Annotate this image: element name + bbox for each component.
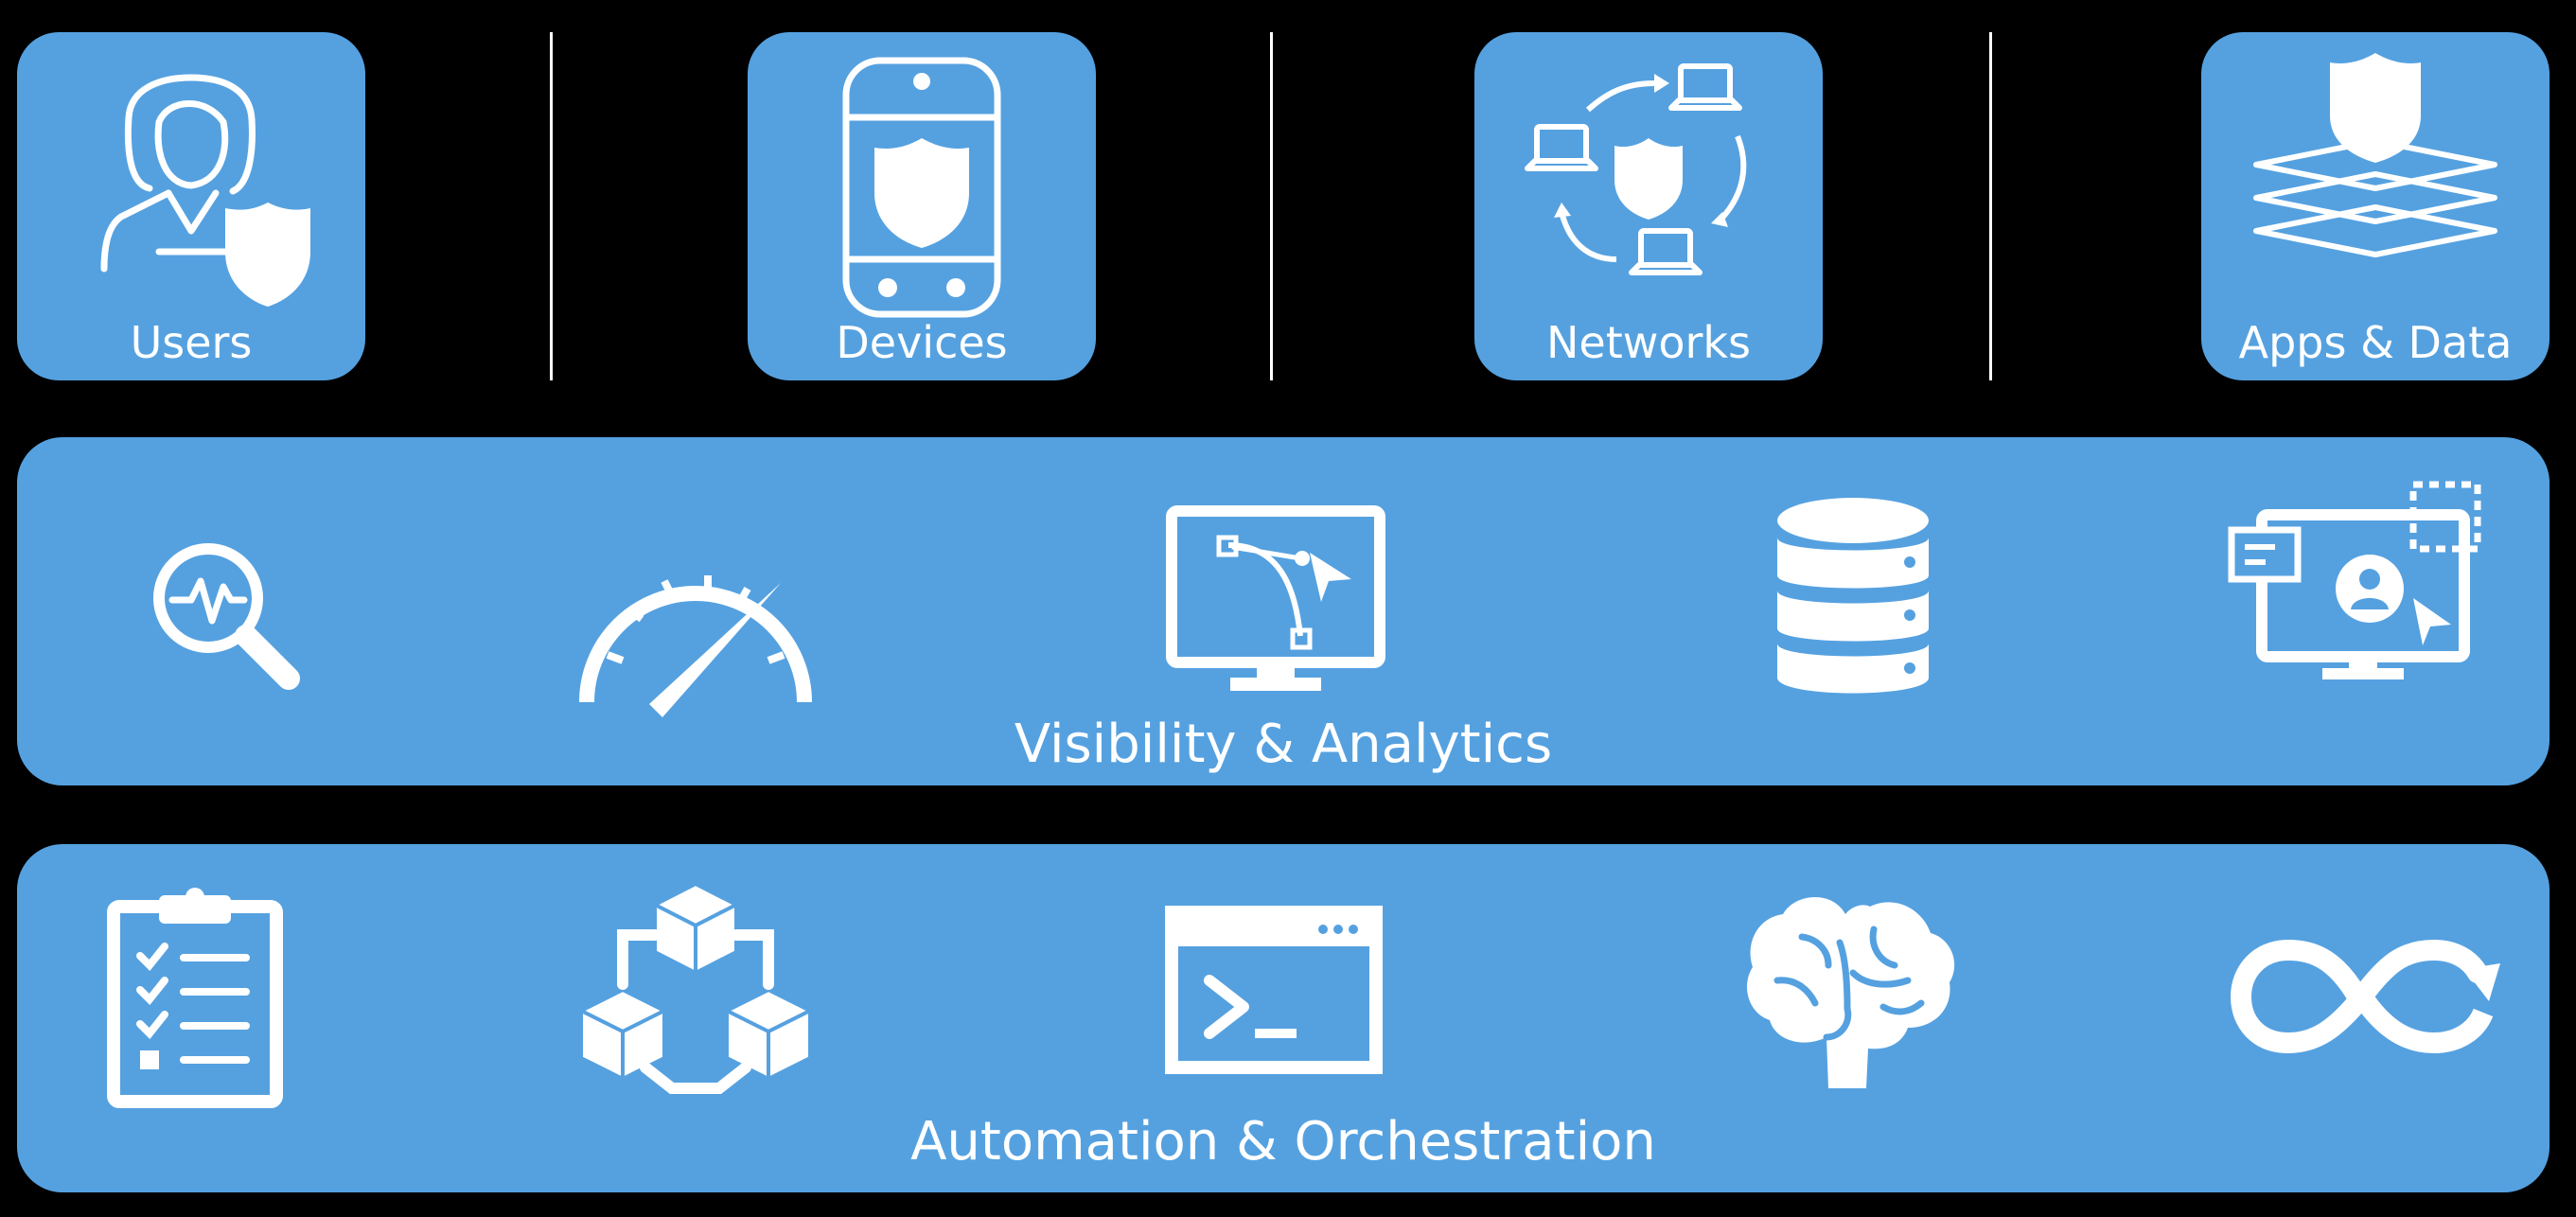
pillar-users: Users	[17, 32, 365, 380]
pillar-devices: Devices	[748, 32, 1096, 380]
pillar-label: Users	[130, 317, 253, 368]
clipboard-checklist-icon	[107, 888, 283, 1108]
mobile-shield-icon	[842, 57, 1001, 318]
divider	[1989, 32, 1992, 380]
pillar-apps-data: Apps & Data	[2201, 32, 2550, 380]
speedometer-icon	[579, 575, 812, 717]
terminal-window-icon	[1165, 906, 1383, 1074]
divider	[550, 32, 553, 380]
monitor-user-cursor-icon	[2228, 481, 2481, 679]
network-shield-icon	[1525, 63, 1747, 275]
band-label: Visibility & Analytics	[1014, 714, 1553, 775]
pillar-networks: Networks	[1474, 32, 1823, 380]
pillar-label: Apps & Data	[2238, 317, 2513, 368]
divider	[1270, 32, 1273, 380]
visibility-analytics-band: Visibility & Analytics	[17, 437, 2550, 785]
magnifier-pulse-icon	[153, 543, 300, 690]
layers-shield-icon	[2253, 53, 2497, 257]
pillar-label: Networks	[1545, 317, 1752, 368]
cubes-network-icon	[579, 882, 812, 1094]
pillar-label: Devices	[836, 317, 1008, 368]
brain-icon	[1747, 896, 1955, 1088]
database-icon	[1777, 498, 1929, 694]
user-shield-icon	[100, 74, 310, 307]
monitor-vector-icon	[1166, 505, 1385, 691]
infinity-loop-icon	[2230, 939, 2500, 1054]
band-label: Automation & Orchestration	[910, 1111, 1656, 1173]
automation-orchestration-band: Automation & Orchestration	[17, 844, 2550, 1192]
